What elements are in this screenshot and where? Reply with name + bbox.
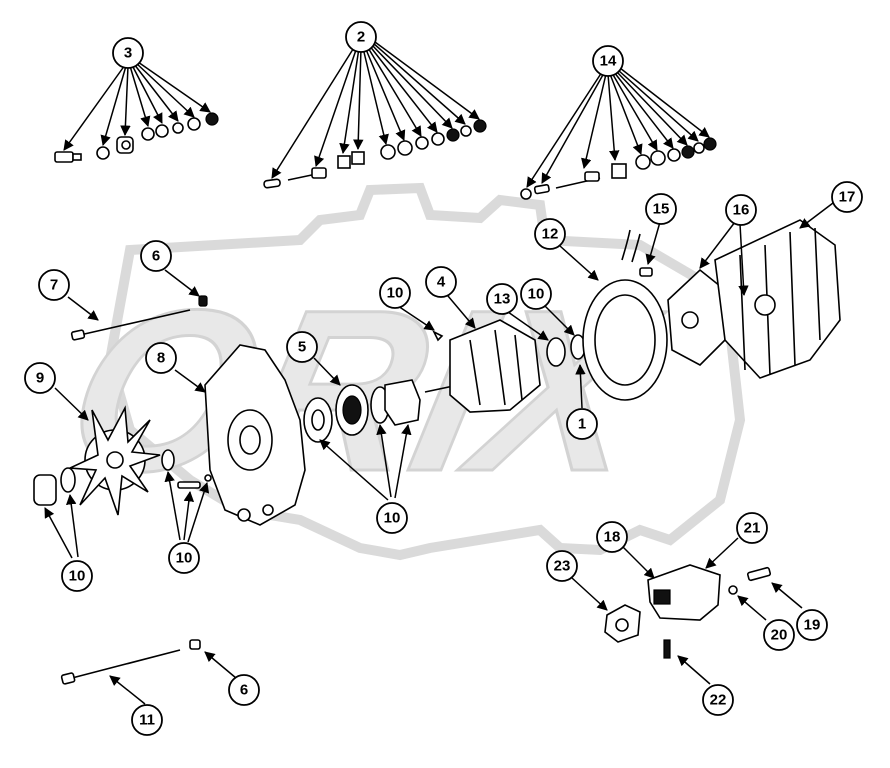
callout-19: 19 bbox=[796, 609, 828, 641]
callout-circle bbox=[486, 283, 518, 315]
callout-circle bbox=[112, 37, 144, 69]
regulator-assembly-18 bbox=[604, 564, 772, 659]
callout-circle bbox=[520, 278, 552, 310]
callout-23: 23 bbox=[546, 550, 578, 582]
callout-2: 2 bbox=[345, 21, 377, 53]
callout-circle bbox=[645, 193, 677, 225]
callout-11: 11 bbox=[131, 704, 163, 736]
callout-number: 10 bbox=[387, 285, 404, 302]
callout-number: 11 bbox=[139, 712, 155, 729]
callout-number: 2 bbox=[357, 29, 365, 46]
callout-number: 20 bbox=[771, 627, 788, 644]
callout-number: 14 bbox=[600, 53, 617, 70]
callout-circle bbox=[763, 619, 795, 651]
callout-6: 6 bbox=[140, 240, 172, 272]
callout-number: 8 bbox=[157, 350, 165, 367]
callout-15: 15 bbox=[645, 193, 677, 225]
callout-4: 4 bbox=[425, 266, 457, 298]
callout-circle bbox=[592, 45, 624, 77]
callout-circle bbox=[702, 684, 734, 716]
callout-circle bbox=[425, 266, 457, 298]
callout-circle bbox=[145, 342, 177, 374]
callout-number: 18 bbox=[604, 529, 621, 546]
callout-number: 16 bbox=[733, 202, 750, 219]
callout-number: 21 bbox=[744, 520, 761, 537]
callout-6: 6 bbox=[228, 674, 260, 706]
callout-number: 10 bbox=[528, 286, 545, 303]
drive-end-frame-8 bbox=[161, 344, 306, 526]
callout-circle bbox=[566, 408, 598, 440]
leader-lines bbox=[44, 41, 834, 705]
callout-7: 7 bbox=[38, 269, 70, 301]
fan-9 bbox=[33, 405, 161, 516]
callout-circle bbox=[376, 502, 408, 534]
callout-circle bbox=[286, 331, 318, 363]
callout-10: 10 bbox=[61, 560, 93, 592]
callout-3: 3 bbox=[112, 37, 144, 69]
through-bolt-7 bbox=[70, 295, 208, 341]
callout-circle bbox=[796, 609, 828, 641]
callout-circle bbox=[345, 21, 377, 53]
callout-number: 13 bbox=[494, 291, 511, 308]
callout-13: 13 bbox=[486, 283, 518, 315]
rotor-4 bbox=[424, 319, 586, 413]
callout-circle bbox=[831, 181, 863, 213]
callout-8: 8 bbox=[145, 342, 177, 374]
callout-circle bbox=[61, 560, 93, 592]
callout-number: 10 bbox=[69, 568, 86, 585]
callout-10: 10 bbox=[376, 502, 408, 534]
slip-ring-end-frame-17 bbox=[714, 219, 841, 379]
callout-number: 15 bbox=[653, 201, 670, 218]
callout-10: 10 bbox=[520, 278, 552, 310]
callout-number: 9 bbox=[36, 370, 44, 387]
callout-circle bbox=[596, 521, 628, 553]
callout-number: 17 bbox=[839, 189, 856, 206]
hardware-set-14 bbox=[520, 137, 717, 200]
callout-12: 12 bbox=[534, 218, 566, 250]
callout-circle bbox=[546, 550, 578, 582]
callout-18: 18 bbox=[596, 521, 628, 553]
callout-17: 17 bbox=[831, 181, 863, 213]
callout-16: 16 bbox=[725, 194, 757, 226]
hardware-set-2 bbox=[263, 119, 487, 189]
callout-circle bbox=[379, 277, 411, 309]
callout-number: 19 bbox=[804, 617, 821, 634]
callout-1: 1 bbox=[566, 408, 598, 440]
callout-labels: 3 2 14 15 16 17 12 10 4 13 10 7 6 8 5 9 1 10 10 10 18 21 23 19 2… bbox=[24, 21, 863, 736]
callout-circle bbox=[168, 542, 200, 574]
callout-14: 14 bbox=[592, 45, 624, 77]
callout-number: 5 bbox=[298, 339, 306, 356]
callout-number: 23 bbox=[554, 558, 571, 575]
callout-circle bbox=[725, 194, 757, 226]
callout-circle bbox=[24, 362, 56, 394]
callout-circle bbox=[228, 674, 260, 706]
callout-circle bbox=[534, 218, 566, 250]
callout-number: 6 bbox=[152, 248, 160, 265]
callout-circle bbox=[736, 512, 768, 544]
callout-circle bbox=[131, 704, 163, 736]
callout-circle bbox=[38, 269, 70, 301]
callout-number: 10 bbox=[176, 550, 193, 567]
callout-number: 3 bbox=[124, 45, 132, 62]
callout-10: 10 bbox=[379, 277, 411, 309]
callout-10: 10 bbox=[168, 542, 200, 574]
callout-number: 4 bbox=[437, 274, 446, 291]
callout-number: 1 bbox=[578, 416, 586, 433]
callout-circle bbox=[140, 240, 172, 272]
hardware-set-3 bbox=[54, 112, 219, 163]
callout-number: 22 bbox=[710, 692, 727, 709]
callout-number: 12 bbox=[542, 226, 559, 243]
callout-22: 22 bbox=[702, 684, 734, 716]
callout-9: 9 bbox=[24, 362, 56, 394]
callout-5: 5 bbox=[286, 331, 318, 363]
bearing-5 bbox=[303, 379, 421, 443]
callout-number: 10 bbox=[384, 510, 401, 527]
callout-21: 21 bbox=[736, 512, 768, 544]
stator-12 bbox=[582, 229, 668, 401]
callout-20: 20 bbox=[763, 619, 795, 651]
callout-number: 6 bbox=[240, 682, 248, 699]
through-bolt-11 bbox=[60, 639, 201, 685]
callout-number: 7 bbox=[50, 277, 58, 294]
